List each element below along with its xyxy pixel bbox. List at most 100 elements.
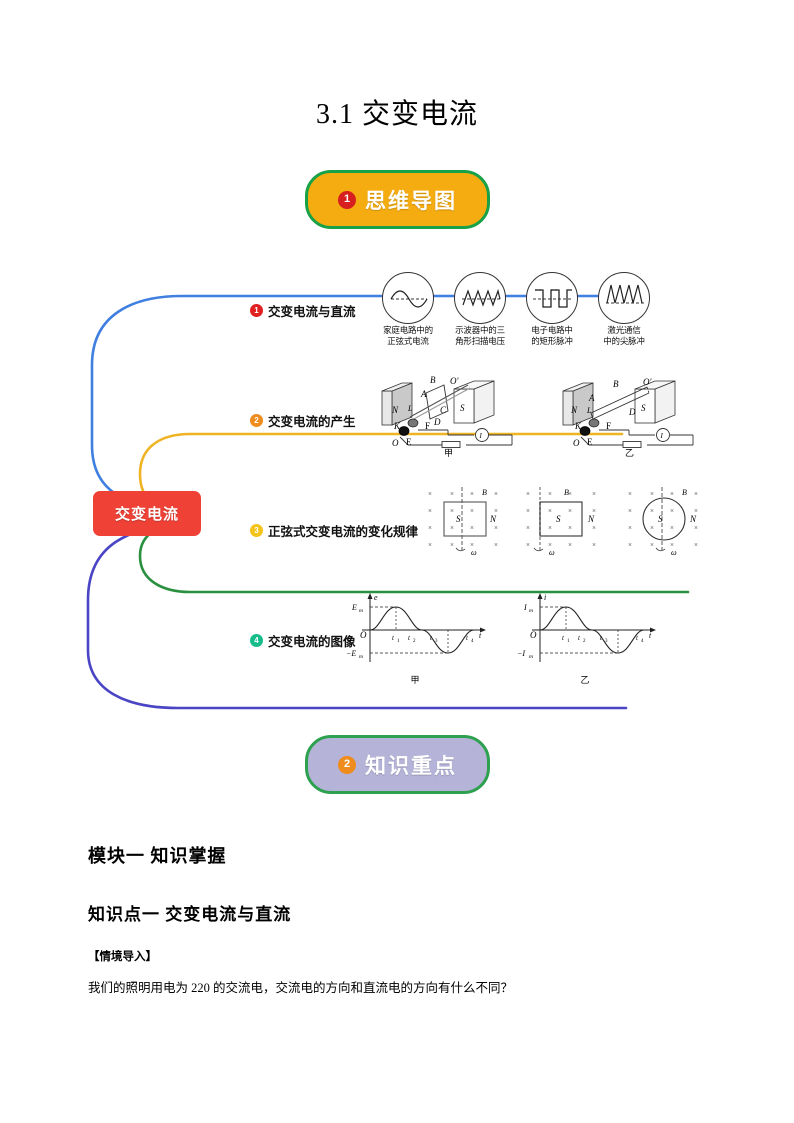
svg-text:t: t <box>430 634 433 642</box>
svg-text:×: × <box>568 541 572 549</box>
svg-text:S: S <box>456 514 461 524</box>
svg-text:×: × <box>650 524 654 532</box>
branch-badge-4: 4 <box>250 634 263 647</box>
section-badge-1: 1 <box>338 190 356 209</box>
svg-text:N: N <box>587 514 595 524</box>
section-pill-mind-map[interactable]: 1 思维导图 <box>305 170 490 229</box>
svg-text:L: L <box>407 404 413 413</box>
square-wave-icon <box>526 272 578 324</box>
svg-text:×: × <box>650 541 654 549</box>
svg-text:t: t <box>562 634 565 642</box>
svg-text:N: N <box>391 405 399 415</box>
svg-text:3: 3 <box>605 639 608 644</box>
branch-label-2: 交变电流的产生 <box>268 414 356 429</box>
svg-text:S: S <box>658 514 663 524</box>
svg-text:4: 4 <box>641 639 644 644</box>
svg-text:F: F <box>606 421 611 431</box>
svg-text:×: × <box>428 507 432 515</box>
svg-text:O': O' <box>643 377 652 387</box>
svg-text:S: S <box>556 514 561 524</box>
section-pill-key-points[interactable]: 2 知识重点 <box>305 735 490 794</box>
mind-map-branch-3[interactable]: 3 正弦式交变电流的变化规律 <box>250 521 418 540</box>
generator-diagram-row: N S I <box>370 373 726 459</box>
svg-text:m: m <box>529 654 533 660</box>
mind-map-branch-4[interactable]: 4 交变电流的图像 <box>250 631 356 650</box>
svg-text:×: × <box>592 541 596 549</box>
svg-text:D: D <box>433 417 441 427</box>
svg-text:E: E <box>406 437 412 447</box>
svg-text:×: × <box>548 524 552 532</box>
svg-text:t: t <box>636 634 639 642</box>
waveform-item-sine: 家庭电路中的 正弦式电流 <box>378 272 438 347</box>
triangle-wave-icon <box>454 272 506 324</box>
svg-text:B: B <box>482 488 487 497</box>
generator-caption-yi: 乙 <box>625 448 634 458</box>
knowledge-point-heading: 知识点一 交变电流与直流 <box>88 905 292 924</box>
page-title: 3.1 交变电流 <box>315 99 478 130</box>
svg-text:4: 4 <box>471 639 474 644</box>
generator-diagram-yi: N S I <box>562 377 694 458</box>
svg-text:×: × <box>670 524 674 532</box>
svg-text:B: B <box>430 375 436 385</box>
svg-text:O: O <box>392 438 399 448</box>
svg-text:×: × <box>494 490 498 498</box>
module-heading: 模块一 知识掌握 <box>88 846 227 866</box>
svg-text:1: 1 <box>567 639 570 644</box>
svg-text:×: × <box>592 507 596 515</box>
svg-text:×: × <box>494 524 498 532</box>
section-badge-2: 2 <box>338 755 356 774</box>
svg-text:×: × <box>526 541 530 549</box>
svg-text:×: × <box>694 490 698 498</box>
svg-text:S: S <box>641 403 646 413</box>
svg-text:×: × <box>650 507 654 515</box>
svg-text:×: × <box>526 490 530 498</box>
svg-text:×: × <box>470 490 474 498</box>
svg-text:×: × <box>548 541 552 549</box>
field-diagram-row: ×××× ×××× ×××× ×××× B S N ω ×××× ×××× ××… <box>420 482 712 558</box>
svg-text:A: A <box>420 389 427 399</box>
svg-text:E: E <box>587 437 593 447</box>
graph-yi-peak: I <box>523 603 527 612</box>
mind-map-root[interactable]: 交变电流 <box>93 491 201 536</box>
waveform-caption-spike: 激光通信 中的尖脉冲 <box>603 326 645 347</box>
svg-text:ω: ω <box>549 548 555 557</box>
spike-wave-icon <box>598 272 650 324</box>
svg-text:K: K <box>574 421 582 431</box>
field-diagram-3: ×××× ×××× ×××× ×××× B S N ω <box>628 487 698 557</box>
branch-label-1: 交变电流与直流 <box>268 304 356 319</box>
svg-text:×: × <box>592 524 596 532</box>
svg-text:2: 2 <box>583 639 586 644</box>
field-diagram-1: ×××× ×××× ×××× ×××× B S N ω <box>428 487 498 557</box>
svg-text:ω: ω <box>471 548 477 557</box>
svg-text:×: × <box>548 507 552 515</box>
mind-map-branch-2[interactable]: 2 交变电流的产生 <box>250 411 356 430</box>
svg-text:×: × <box>694 524 698 532</box>
svg-text:×: × <box>670 541 674 549</box>
mind-map-branch-1[interactable]: 1 交变电流与直流 <box>250 301 356 320</box>
svg-text:×: × <box>470 524 474 532</box>
svg-text:m: m <box>529 608 533 614</box>
waveform-item-spike: 激光通信 中的尖脉冲 <box>594 272 654 347</box>
waveform-caption-sine: 家庭电路中的 正弦式电流 <box>383 326 433 347</box>
svg-text:×: × <box>628 541 632 549</box>
waveform-icon-row: 家庭电路中的 正弦式电流 示波器中的三 角形扫描电压 <box>378 272 654 347</box>
branch-label-4: 交变电流的图像 <box>268 634 356 649</box>
graph-jia-trough: −E <box>346 649 356 658</box>
waveform-caption-square: 电子电路中 的矩形脉冲 <box>531 326 573 347</box>
lead-in-label: 【情境导入】 <box>88 949 157 963</box>
graph-caption-yi: 乙 <box>580 676 590 686</box>
mind-map: 交变电流 1 交变电流与直流 家庭电路中的 正弦式电流 <box>70 260 730 720</box>
svg-text:×: × <box>450 524 454 532</box>
svg-text:A: A <box>588 393 595 403</box>
svg-text:t: t <box>466 634 469 642</box>
svg-text:F: F <box>425 421 430 431</box>
svg-text:I: I <box>660 432 664 440</box>
waveform-caption-triangle: 示波器中的三 角形扫描电压 <box>455 326 505 347</box>
svg-text:O': O' <box>450 376 459 386</box>
graph-yi-yaxis: i <box>544 593 546 602</box>
svg-text:D: D <box>628 407 636 417</box>
svg-text:N: N <box>689 514 697 524</box>
